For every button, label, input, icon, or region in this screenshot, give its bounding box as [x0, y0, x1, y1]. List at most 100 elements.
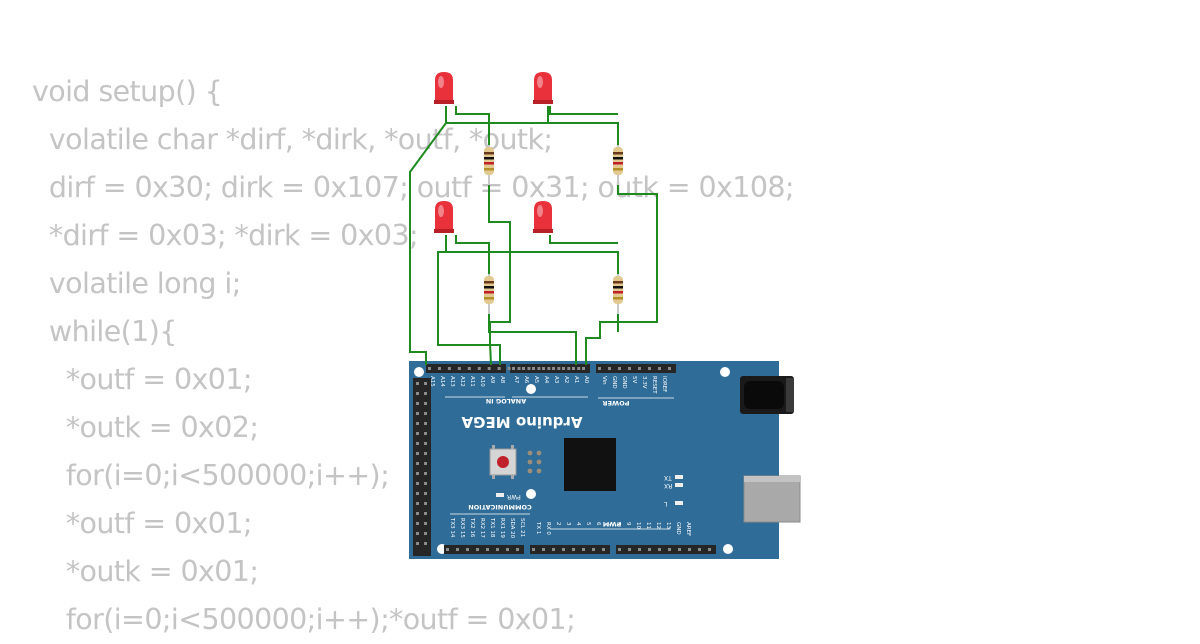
header-pin: [552, 367, 555, 370]
usb-port: [743, 475, 801, 523]
analog-in-label: ANALOG IN: [486, 397, 526, 405]
circuit-diagram: Arduino MEGA ANALOG IN POWER PWM COMMUNI…: [409, 72, 801, 559]
wire-led3-to-resistor3: [455, 235, 490, 275]
header-pin: [678, 548, 681, 551]
microcontroller-chip: [564, 438, 616, 491]
pin-label: A6: [523, 376, 529, 384]
header-pin: [424, 542, 427, 545]
header-pin: [516, 548, 519, 551]
header-pin: [416, 402, 419, 405]
header-pin: [582, 367, 585, 370]
header-comm: [444, 545, 524, 554]
header-pwm-high: [616, 545, 716, 554]
header-pin: [416, 452, 419, 455]
header-pin: [532, 367, 535, 370]
pin-label: IOREF: [661, 376, 667, 392]
header-pin: [582, 548, 585, 551]
wire-top-row-bus: [445, 106, 619, 145]
header-pin: [648, 367, 651, 370]
pin-label: 13: [665, 522, 671, 529]
tx-led: [675, 475, 683, 479]
header-pin: [424, 502, 427, 505]
pin-label: TX 1: [535, 521, 541, 534]
pin-label: 7: [605, 522, 611, 526]
pin-label: A15: [429, 376, 435, 387]
header-pin: [537, 367, 541, 370]
code-line: while(1){: [32, 315, 177, 348]
header-pin: [507, 367, 511, 370]
header-pin: [572, 548, 575, 551]
header-pin: [424, 382, 427, 385]
power-label: POWER: [603, 399, 630, 407]
header-pin: [467, 367, 471, 370]
led-4: [533, 201, 553, 233]
header-pin: [447, 367, 451, 370]
header-pin: [424, 452, 427, 455]
wire-top-ground: [409, 106, 447, 365]
header-pin: [532, 548, 535, 551]
code-line: void setup() {: [32, 75, 223, 108]
header-power: [596, 364, 676, 373]
header-pin: [638, 367, 641, 370]
resistor-4: [613, 274, 623, 314]
rx-led: [675, 483, 683, 487]
mount-hole: [526, 489, 536, 499]
header-pin: [648, 548, 651, 551]
header-pin: [416, 412, 419, 415]
header-pin: [456, 548, 459, 551]
header-pin: [477, 367, 481, 370]
header-pin: [446, 548, 449, 551]
header-digital-side: [413, 378, 431, 556]
code-line: volatile char *dirf, *dirk, *outf, *outk…: [32, 123, 553, 156]
header-pin: [424, 522, 427, 525]
pin-label: 11: [645, 522, 651, 529]
code-line: for(i=0;i<500000;i++);: [32, 459, 390, 492]
pin-label: RX 0: [545, 522, 551, 535]
header-pin: [618, 548, 621, 551]
pin-label: A13: [449, 376, 455, 387]
code-line: *outk = 0x01;: [32, 555, 259, 588]
pin-label: Vin: [601, 376, 607, 385]
header-pin: [542, 548, 545, 551]
pin-label: 2: [555, 522, 561, 526]
header-pin: [638, 548, 641, 551]
pin-label: TX2 16: [469, 517, 475, 538]
wire-led2-link: [549, 106, 618, 115]
pin-label: 3.3V: [641, 376, 647, 389]
header-pin: [416, 512, 419, 515]
code-line: dirf = 0x30; dirk = 0x107; outf = 0x31; …: [32, 171, 795, 204]
header-pin: [424, 482, 427, 485]
mount-hole: [723, 544, 733, 554]
header-pin: [552, 548, 555, 551]
power-jack: [740, 376, 794, 414]
header-pin: [457, 367, 461, 370]
led-3: [434, 201, 454, 233]
wires: [409, 106, 658, 366]
header-pin: [618, 367, 621, 370]
code-line: *outk = 0x02;: [32, 411, 259, 444]
led-2: [533, 72, 553, 104]
pin-label: 9: [625, 522, 631, 526]
pin-label: 3: [565, 522, 571, 526]
header-pin: [668, 548, 671, 551]
pin-label: 5: [585, 522, 591, 526]
header-pin: [416, 442, 419, 445]
header-pin: [486, 548, 489, 551]
pin-label: GND: [675, 522, 681, 535]
header-analog-high: [426, 364, 506, 373]
tx-led-label: TX: [664, 474, 673, 481]
pin-label: 5V: [631, 376, 637, 383]
header-pin: [466, 548, 469, 551]
mount-hole: [526, 384, 536, 394]
wire-led4-link: [549, 235, 618, 244]
wire-bottom-row-bus: [445, 235, 619, 275]
pin-label: A5: [533, 376, 539, 384]
pin-label: RESET: [651, 376, 657, 394]
led-1: [434, 72, 454, 104]
board-name: Arduino MEGA: [461, 413, 582, 431]
pin-label: A3: [553, 376, 559, 384]
header-pin: [487, 367, 491, 370]
header-pin: [658, 367, 661, 370]
pin-label: 8: [615, 522, 621, 526]
header-pin: [424, 532, 427, 535]
